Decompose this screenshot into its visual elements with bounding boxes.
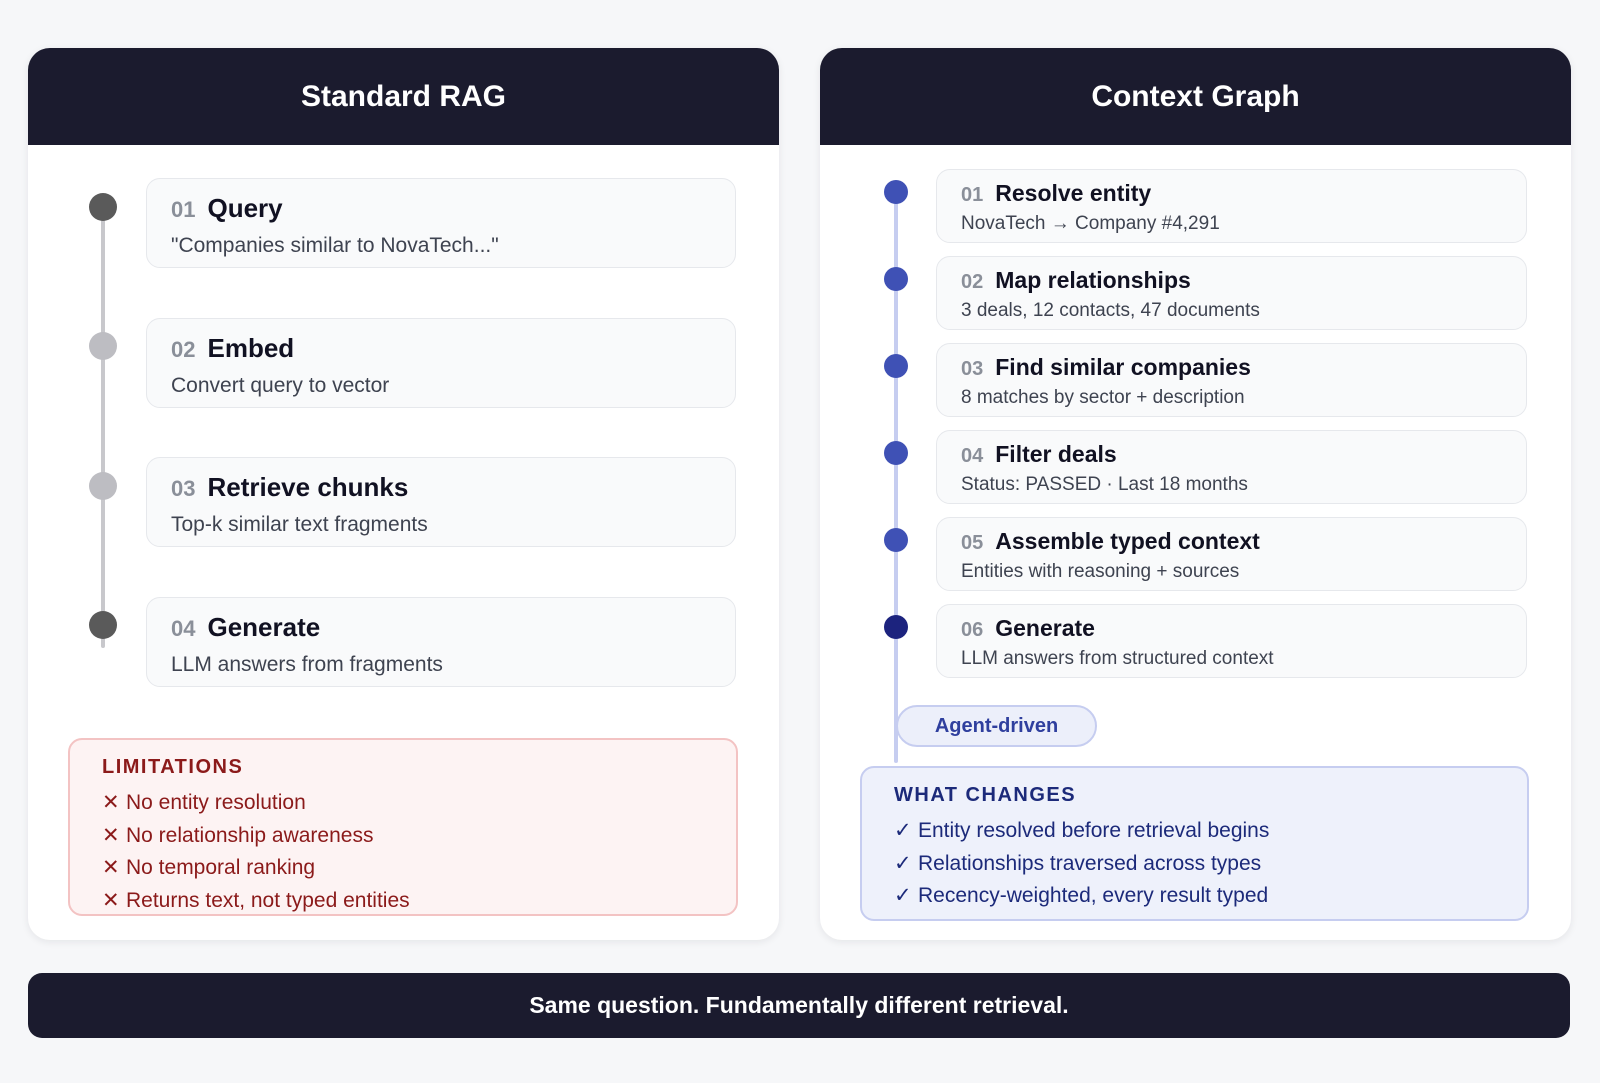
right-step-dot-2 <box>884 267 908 291</box>
standard-rag-header: Standard RAG <box>28 48 779 145</box>
step-number: 06 <box>961 619 984 641</box>
right-step-card-4: 04 Filter deals Status: PASSED · Last 18… <box>936 430 1527 504</box>
limitations-heading: LIMITATIONS <box>102 756 244 778</box>
left-step-dot-2 <box>89 332 117 360</box>
step-number: 03 <box>961 358 984 380</box>
left-step-dot-1 <box>89 193 117 221</box>
context-graph-panel: Context Graph 01 Resolve entity NovaTech… <box>820 48 1571 940</box>
right-step-dot-1 <box>884 180 908 204</box>
right-step-card-3: 03 Find similar companies 8 matches by s… <box>936 343 1527 417</box>
step-subtitle: Entities with reasoning + sources <box>961 561 1240 582</box>
check-icon: ✓ <box>894 851 912 875</box>
standard-rag-panel: Standard RAG 01 Query "Companies similar… <box>28 48 779 940</box>
change-item: ✓ Relationships traversed across types <box>894 848 1495 881</box>
step-number: 03 <box>171 476 196 501</box>
x-icon: ✕ <box>102 888 120 912</box>
left-step-card-2: 02 Embed Convert query to vector <box>146 318 736 408</box>
limitations-box: LIMITATIONS ✕ No entity resolution ✕ No … <box>68 738 738 916</box>
limitation-text: Returns text, not typed entities <box>126 888 410 912</box>
change-text: Recency-weighted, every result typed <box>918 884 1269 907</box>
left-step-card-4: 04 Generate LLM answers from fragments <box>146 597 736 687</box>
right-step-card-6: 06 Generate LLM answers from structured … <box>936 604 1527 678</box>
limitation-item: ✕ Returns text, not typed entities <box>102 885 704 918</box>
left-step-card-1: 01 Query "Companies similar to NovaTech.… <box>146 178 736 268</box>
x-icon: ✕ <box>102 856 120 879</box>
step-number: 02 <box>961 271 984 293</box>
right-timeline-line <box>894 193 898 763</box>
limitation-item: ✕ No temporal ranking <box>102 852 704 885</box>
change-item: ✓ Entity resolved before retrieval begin… <box>894 815 1495 848</box>
step-title: Embed <box>207 333 295 363</box>
step-subtitle: NovaTech → Company #4,291 <box>961 213 1220 234</box>
limitation-text: No relationship awareness <box>126 823 374 847</box>
step-subtitle: LLM answers from structured context <box>961 648 1274 669</box>
check-icon: ✓ <box>894 884 912 907</box>
right-step-dot-6 <box>884 615 908 639</box>
step-subtitle: LLM answers from fragments <box>171 653 443 676</box>
right-step-card-2: 02 Map relationships 3 deals, 12 contact… <box>936 256 1527 330</box>
x-icon: ✕ <box>102 791 120 814</box>
step-subtitle: Convert query to vector <box>171 374 390 397</box>
left-step-dot-3 <box>89 472 117 500</box>
step-subtitle: "Companies similar to NovaTech..." <box>171 234 499 257</box>
step-title: Generate <box>995 615 1095 641</box>
change-text: Entity resolved before retrieval begins <box>918 819 1270 842</box>
limitation-text: No entity resolution <box>126 791 306 814</box>
agent-driven-badge: Agent-driven <box>896 705 1097 747</box>
what-changes-box: WHAT CHANGES ✓ Entity resolved before re… <box>860 766 1529 921</box>
step-title: Map relationships <box>995 267 1191 293</box>
step-number: 05 <box>961 532 984 554</box>
step-title: Find similar companies <box>995 354 1251 380</box>
limitation-text: No temporal ranking <box>126 856 316 879</box>
step-subtitle: Status: PASSED · Last 18 months <box>961 474 1248 495</box>
check-icon: ✓ <box>894 819 912 842</box>
step-subtitle: Top-k similar text fragments <box>171 513 428 536</box>
left-step-dot-4 <box>89 611 117 639</box>
step-number: 04 <box>961 445 984 467</box>
left-step-card-3: 03 Retrieve chunks Top-k similar text fr… <box>146 457 736 547</box>
step-number: 02 <box>171 337 196 362</box>
limitation-item: ✕ No entity resolution <box>102 787 704 820</box>
right-step-card-5: 05 Assemble typed context Entities with … <box>936 517 1527 591</box>
right-step-dot-5 <box>884 528 908 552</box>
context-graph-header: Context Graph <box>820 48 1571 145</box>
step-title: Retrieve chunks <box>207 472 409 502</box>
step-title: Resolve entity <box>995 180 1152 206</box>
step-subtitle: 3 deals, 12 contacts, 47 documents <box>961 300 1260 321</box>
x-icon: ✕ <box>102 823 120 847</box>
right-step-dot-4 <box>884 441 908 465</box>
footer-banner: Same question. Fundamentally different r… <box>28 973 1570 1038</box>
right-step-dot-3 <box>884 354 908 378</box>
change-text: Relationships traversed across types <box>918 851 1262 875</box>
step-subtitle: 8 matches by sector + description <box>961 387 1245 408</box>
step-number: 01 <box>961 184 984 206</box>
step-title: Assemble typed context <box>995 528 1260 554</box>
step-number: 01 <box>171 197 196 222</box>
step-title: Query <box>207 193 283 223</box>
step-number: 04 <box>171 616 196 641</box>
step-title: Filter deals <box>995 441 1117 467</box>
right-step-card-1: 01 Resolve entity NovaTech → Company #4,… <box>936 169 1527 243</box>
left-timeline-line <box>101 208 105 648</box>
what-changes-heading: WHAT CHANGES <box>894 784 1077 806</box>
step-title: Generate <box>207 612 321 642</box>
change-item: ✓ Recency-weighted, every result typed <box>894 880 1495 913</box>
limitation-item: ✕ No relationship awareness <box>102 820 704 853</box>
